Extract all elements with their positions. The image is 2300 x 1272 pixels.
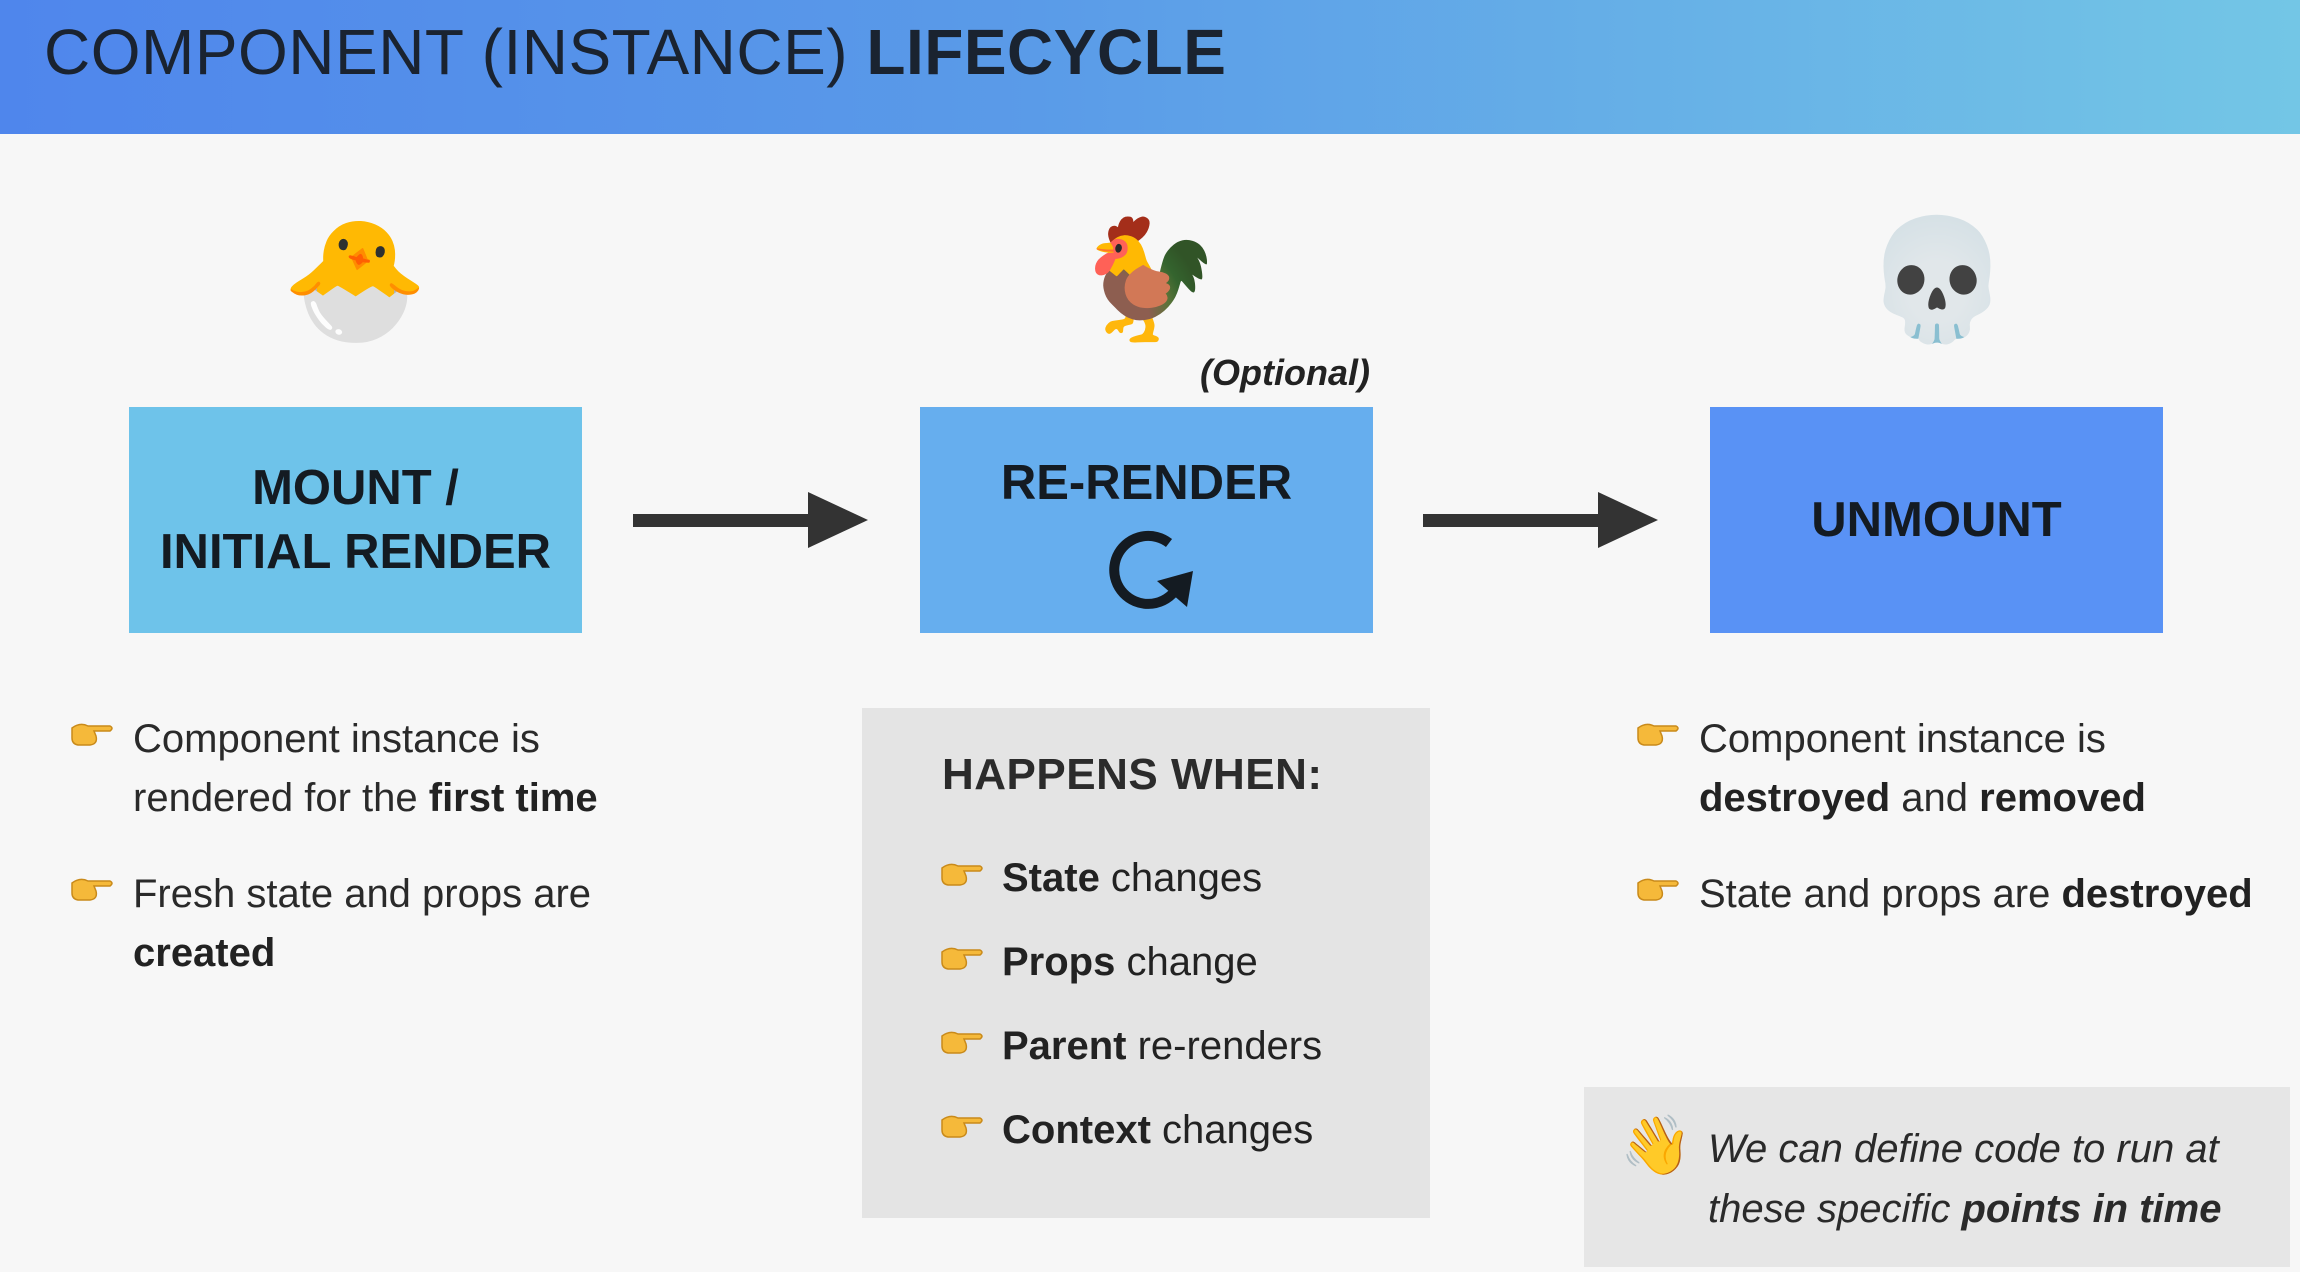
mount-label-line1: MOUNT /: [252, 461, 459, 515]
list-item: Component instance is destroyed and remo…: [1636, 710, 2276, 828]
trigger-bold: Parent: [1002, 1024, 1127, 1068]
rooster-icon: 🐓: [1074, 210, 1222, 348]
list-item: Context changes: [940, 1102, 1322, 1158]
unmount-box: UNMOUNT: [1710, 407, 2163, 633]
page-title: COMPONENT (INSTANCE) LIFECYCLE: [44, 14, 1226, 90]
pointing-hand-icon: [941, 947, 983, 970]
rerender-box: RE-RENDER: [920, 407, 1373, 633]
skull-icon: 💀: [1863, 210, 2011, 348]
mount-label-line2: INITIAL RENDER: [159, 525, 552, 579]
bullet-bold: created: [133, 931, 276, 975]
unmount-bullets: Component instance is destroyed and remo…: [1636, 710, 2276, 961]
trigger-text: changes: [1099, 856, 1263, 900]
trigger-list: State changes Props change Parent re-ren…: [940, 850, 1322, 1186]
header-bar: COMPONENT (INSTANCE) LIFECYCLE: [0, 0, 2300, 134]
pointing-hand-icon: [1637, 723, 1679, 746]
bullet-text-mid: and: [1890, 776, 1980, 820]
trigger-bold: Props: [1002, 940, 1116, 984]
bullet-text: Component instance is: [1699, 717, 2106, 761]
bullet-text: Fresh state and props are: [133, 872, 592, 916]
note-text-regular: We can define code to run at these speci…: [1708, 1127, 2219, 1231]
bullet-text: State and props are: [1699, 872, 2062, 916]
pointing-hand-icon: [71, 878, 113, 901]
trigger-text: re-renders: [1126, 1024, 1323, 1068]
arrow-mount-to-rerender: [633, 492, 868, 548]
list-item: Component instance is rendered for the f…: [70, 710, 670, 828]
pointing-hand-icon: [941, 863, 983, 886]
title-regular: COMPONENT (INSTANCE): [44, 16, 867, 88]
refresh-icon: [1108, 530, 1193, 609]
hatching-chick-icon: 🐣: [281, 210, 429, 348]
arrow-rerender-to-unmount: [1423, 492, 1658, 548]
rerender-label: RE-RENDER: [1000, 456, 1293, 510]
optional-label: (Optional): [1200, 352, 1370, 393]
list-item: State changes: [940, 850, 1322, 906]
trigger-bold: Context: [1002, 1108, 1151, 1152]
note-box: 👋 We can define code to run at these spe…: [1584, 1087, 2290, 1267]
list-item: Fresh state and props are created: [70, 865, 670, 983]
pointing-hand-icon: [941, 1031, 983, 1054]
bullet-text: Component instance is rendered for the: [133, 717, 540, 820]
note-text-bold: points in time: [1961, 1187, 2222, 1231]
list-item: State and props are destroyed: [1636, 865, 2276, 924]
bullet-bold: first time: [428, 776, 598, 820]
pointing-hand-icon: [1637, 878, 1679, 901]
mount-bullets: Component instance is rendered for the f…: [70, 710, 670, 1020]
bullet-bold-2: removed: [1979, 776, 2146, 820]
happens-when-panel: HAPPENS WHEN: State changes Props change…: [862, 708, 1430, 1218]
trigger-text: changes: [1150, 1108, 1314, 1152]
mount-box: MOUNT / INITIAL RENDER: [129, 407, 582, 633]
bullet-bold: destroyed: [1699, 776, 1891, 820]
happens-when-title: HAPPENS WHEN:: [942, 750, 1323, 799]
note-text: We can define code to run at these speci…: [1708, 1119, 2268, 1239]
list-item: Props change: [940, 934, 1322, 990]
pointing-hand-icon: [71, 723, 113, 746]
unmount-label: UNMOUNT: [1811, 493, 2062, 547]
pointing-hand-icon: [941, 1115, 983, 1138]
list-item: Parent re-renders: [940, 1018, 1322, 1074]
waving-hand-icon: 👋: [1620, 1113, 1693, 1178]
bullet-bold: destroyed: [2061, 872, 2253, 916]
title-bold: LIFECYCLE: [866, 16, 1227, 88]
trigger-text: change: [1115, 940, 1258, 984]
trigger-bold: State: [1002, 856, 1100, 900]
